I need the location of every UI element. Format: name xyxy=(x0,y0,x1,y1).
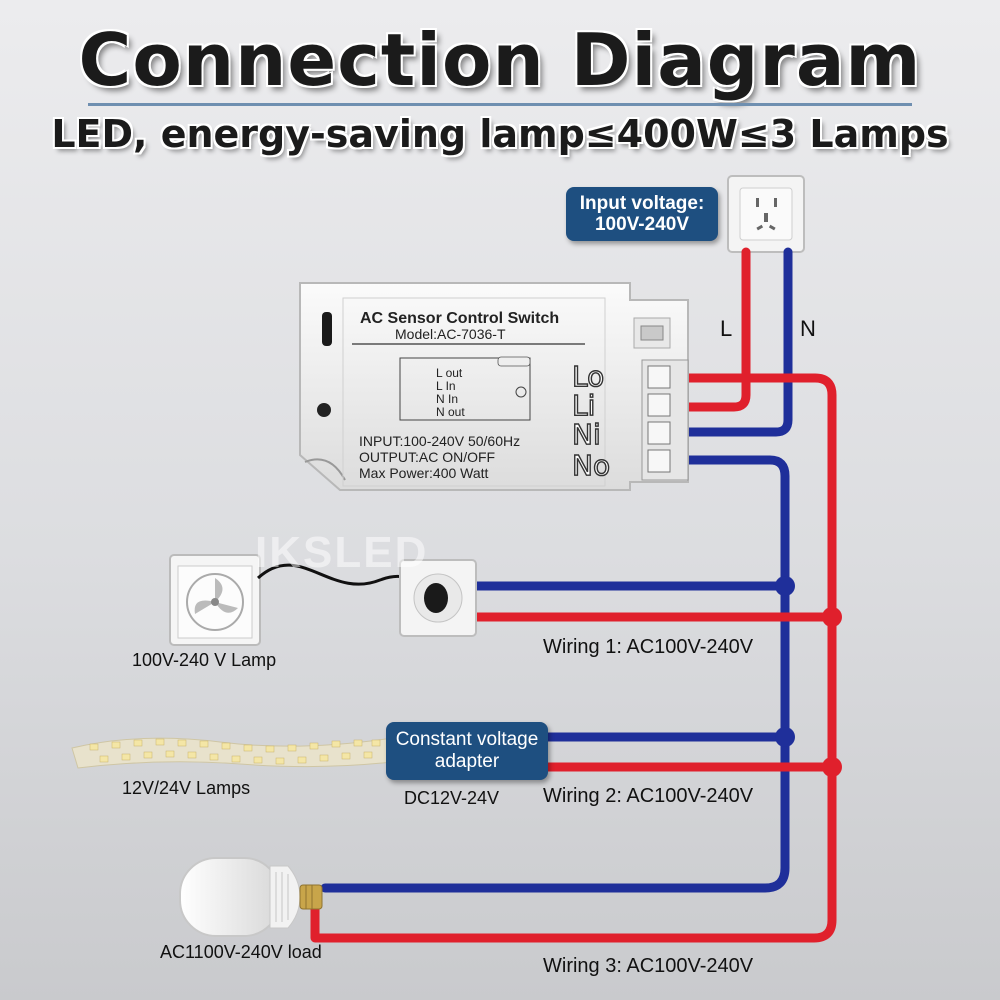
adapter-line1: Constant voltage xyxy=(395,729,539,750)
wall-socket xyxy=(399,559,477,637)
wiring-3-label: Wiring 3: AC100V-240V xyxy=(543,955,754,977)
pin-nout: N out xyxy=(436,405,465,419)
terminal-li-label: Li xyxy=(572,389,595,422)
junction-live-2 xyxy=(822,757,842,777)
input-voltage-badge: Input voltage: 100V-240V xyxy=(566,187,718,241)
junction-live-1 xyxy=(822,607,842,627)
adapter-badge: Constant voltage adapter xyxy=(386,722,548,780)
live-wires xyxy=(310,247,837,943)
junction-neutral-1 xyxy=(775,576,795,596)
terminal-block xyxy=(641,359,689,481)
adapter-output-label: DC12V-24V xyxy=(404,788,500,808)
neutral-label: N xyxy=(800,316,816,341)
spec-input: INPUT:100-240V 50/60Hz xyxy=(359,433,520,449)
led-strip-icon xyxy=(71,737,393,769)
strip-label: 12V/24V Lamps xyxy=(122,778,251,798)
live-label: L xyxy=(720,316,733,341)
spec-output: OUTPUT:AC ON/OFF xyxy=(359,449,495,465)
pin-lout: L out xyxy=(436,366,463,380)
junction-neutral-2 xyxy=(775,727,795,747)
switch-model: Model:AC-7036-T xyxy=(395,326,506,342)
watermark-text: IKSLED xyxy=(255,528,429,577)
switch-name: AC Sensor Control Switch xyxy=(360,310,559,327)
mains-outlet xyxy=(727,175,805,253)
neutral-wires xyxy=(320,247,793,893)
bulb-icon xyxy=(179,857,323,937)
terminal-ni-label: Ni xyxy=(572,418,601,451)
sensor-window xyxy=(322,312,332,346)
sensor-switch: AC Sensor Control Switch Model:AC-7036-T… xyxy=(299,282,689,491)
spec-max-power: Max Power:400 Watt xyxy=(359,465,489,481)
pin-lin: L In xyxy=(436,379,456,393)
adapter-line2: adapter xyxy=(434,751,500,772)
fan-lamp-label: 100V-240 V Lamp xyxy=(132,650,277,670)
title-divider xyxy=(88,103,912,106)
diagram-title: Connection Diagram xyxy=(78,18,922,102)
adjust-knob xyxy=(317,403,331,417)
wiring-1-label: Wiring 1: AC100V-240V xyxy=(543,636,754,658)
input-voltage-line2: 100V-240V xyxy=(594,214,690,235)
fan-lamp-icon xyxy=(169,554,261,646)
input-voltage-line1: Input voltage: xyxy=(579,193,705,214)
bulb-label: AC1100V-240V load xyxy=(160,942,322,962)
terminal-no-label: No xyxy=(572,449,610,482)
terminal-lo-label: Lo xyxy=(572,360,604,393)
diagram-subtitle: LED, energy-saving lamp≤400W≤3 Lamps xyxy=(51,112,949,156)
pin-nin: N In xyxy=(436,392,458,406)
wiring-2-label: Wiring 2: AC100V-240V xyxy=(543,785,754,807)
